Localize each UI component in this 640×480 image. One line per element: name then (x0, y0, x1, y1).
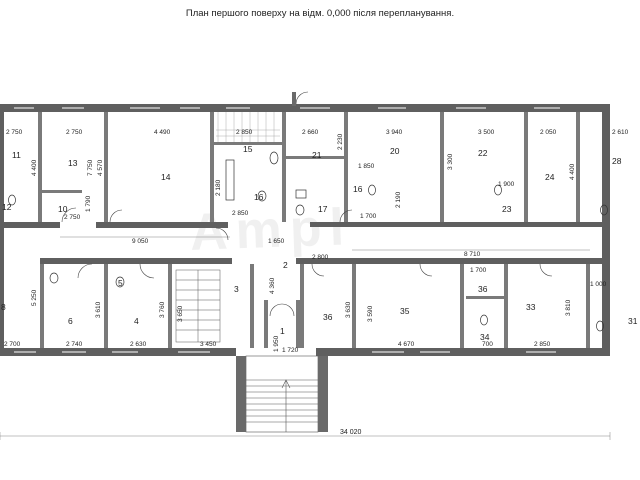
dimension-label: 3 810 (565, 299, 572, 316)
dimension-label: 1 790 (85, 195, 92, 212)
sanitary-fixtures (8, 151, 608, 332)
dimension-label: 2 660 (302, 129, 319, 136)
room-number: 36 (478, 284, 488, 294)
dimension-label: 2 230 (337, 133, 344, 150)
dimension-labels: 2 750 2 750 4 490 2 850 2 660 3 940 3 50… (4, 129, 629, 354)
outer-walls (0, 104, 610, 356)
room-number: 31 (628, 316, 638, 326)
room-number: 22 (478, 148, 488, 158)
dimension-label: 3 450 (200, 341, 217, 348)
room-number: 5 (118, 278, 123, 288)
dimension-label: 8 710 (464, 251, 481, 258)
dimension-label: 7 750 (87, 159, 94, 176)
dimension-label: 3 300 (447, 153, 454, 170)
room-number: 11 (12, 150, 21, 160)
dimension-label: 1 650 (268, 238, 285, 245)
dimension-label: 2 750 (6, 129, 23, 136)
dimension-label: 1 700 (360, 213, 377, 220)
dimension-label: 3 610 (95, 301, 102, 318)
room-number: 35 (400, 306, 410, 316)
dimension-label: 9 050 (132, 238, 149, 245)
doors (61, 91, 553, 279)
room-number: 16 (353, 184, 363, 194)
room-number: 33 (526, 302, 536, 312)
dimension-label: 3 650 (177, 305, 184, 322)
dimension-label: 4 400 (31, 159, 38, 176)
dimension-label: 2 180 (215, 179, 222, 196)
dimension-label: 4 490 (154, 129, 171, 136)
dimension-label: 3 760 (159, 301, 166, 318)
dimension-lines (0, 236, 611, 440)
room-number: 2 (283, 260, 288, 270)
room-number: 20 (390, 146, 400, 156)
room-number: 21 (312, 150, 322, 160)
room-number: 3 (234, 284, 239, 294)
dimension-label: 2 740 (66, 341, 83, 348)
dimension-label: 4 570 (97, 159, 104, 176)
dimension-label: 2 750 (64, 214, 81, 221)
room-number: 15 (243, 144, 253, 154)
room-number: 34 (480, 332, 490, 342)
windows (14, 107, 560, 353)
dimension-label: 2 700 (4, 341, 21, 348)
dimension-label: 1 720 (282, 347, 299, 354)
room-number: 14 (161, 172, 171, 182)
room-number: 24 (545, 172, 555, 182)
room-number: 1 (280, 326, 285, 336)
entrance-stairs (236, 355, 328, 433)
room-number: 12 (2, 202, 12, 212)
dimension-label: 700 (482, 341, 493, 348)
plan-title: План першого поверху на відм. 0,000 післ… (185, 8, 455, 19)
room-number: 8 (1, 302, 6, 312)
room-number: 28 (612, 156, 622, 166)
dimension-label: 2 190 (395, 191, 402, 208)
room-number: 17 (318, 204, 328, 214)
dimension-label: 2 050 (540, 129, 557, 136)
dimension-label: 2 610 (612, 129, 629, 136)
dimension-label: 2 850 (236, 129, 253, 136)
dimension-label: 2 630 (130, 341, 147, 348)
room-number: 4 (134, 316, 139, 326)
vertical-dimension-labels: 4 400 7 750 4 570 1 790 2 180 2 230 2 19… (31, 133, 576, 352)
vestibule (264, 300, 300, 348)
dimension-label: 4 400 (569, 163, 576, 180)
dimension-label: 1 700 (470, 267, 487, 274)
room-number: 36 (323, 312, 333, 322)
total-width-label: 34 020 (340, 429, 362, 436)
dimension-label: 4 360 (269, 277, 276, 294)
dimension-label: 3 940 (386, 129, 403, 136)
corridor-walls (0, 222, 602, 264)
dimension-label: 1 850 (358, 163, 375, 170)
room-number: 23 (502, 204, 512, 214)
dimension-label: 3 630 (345, 301, 352, 318)
dimension-label: 2 750 (66, 129, 83, 136)
dimension-label: 3 500 (478, 129, 495, 136)
dimension-label: 5 250 (31, 289, 38, 306)
room-number: 16 (254, 192, 264, 202)
room-number: 6 (68, 316, 73, 326)
dimension-label: 2 850 (232, 210, 249, 217)
sanitary-hatching (216, 112, 280, 142)
stair-interior (175, 269, 221, 343)
dimension-label: 2 800 (312, 254, 329, 261)
dimension-label: 2 850 (534, 341, 551, 348)
room-number: 10 (58, 204, 68, 214)
dimension-label: 4 670 (398, 341, 415, 348)
dimension-label: 1 900 (498, 181, 515, 188)
room-labels: 11 13 14 15 16 21 16 17 20 22 24 23 28 1… (1, 144, 638, 342)
partitions (38, 112, 590, 348)
room-number: 13 (68, 158, 78, 168)
dimension-label: 1 950 (273, 335, 280, 352)
dimension-label: 3 590 (367, 305, 374, 322)
dimension-label: 1 000 (590, 281, 607, 288)
